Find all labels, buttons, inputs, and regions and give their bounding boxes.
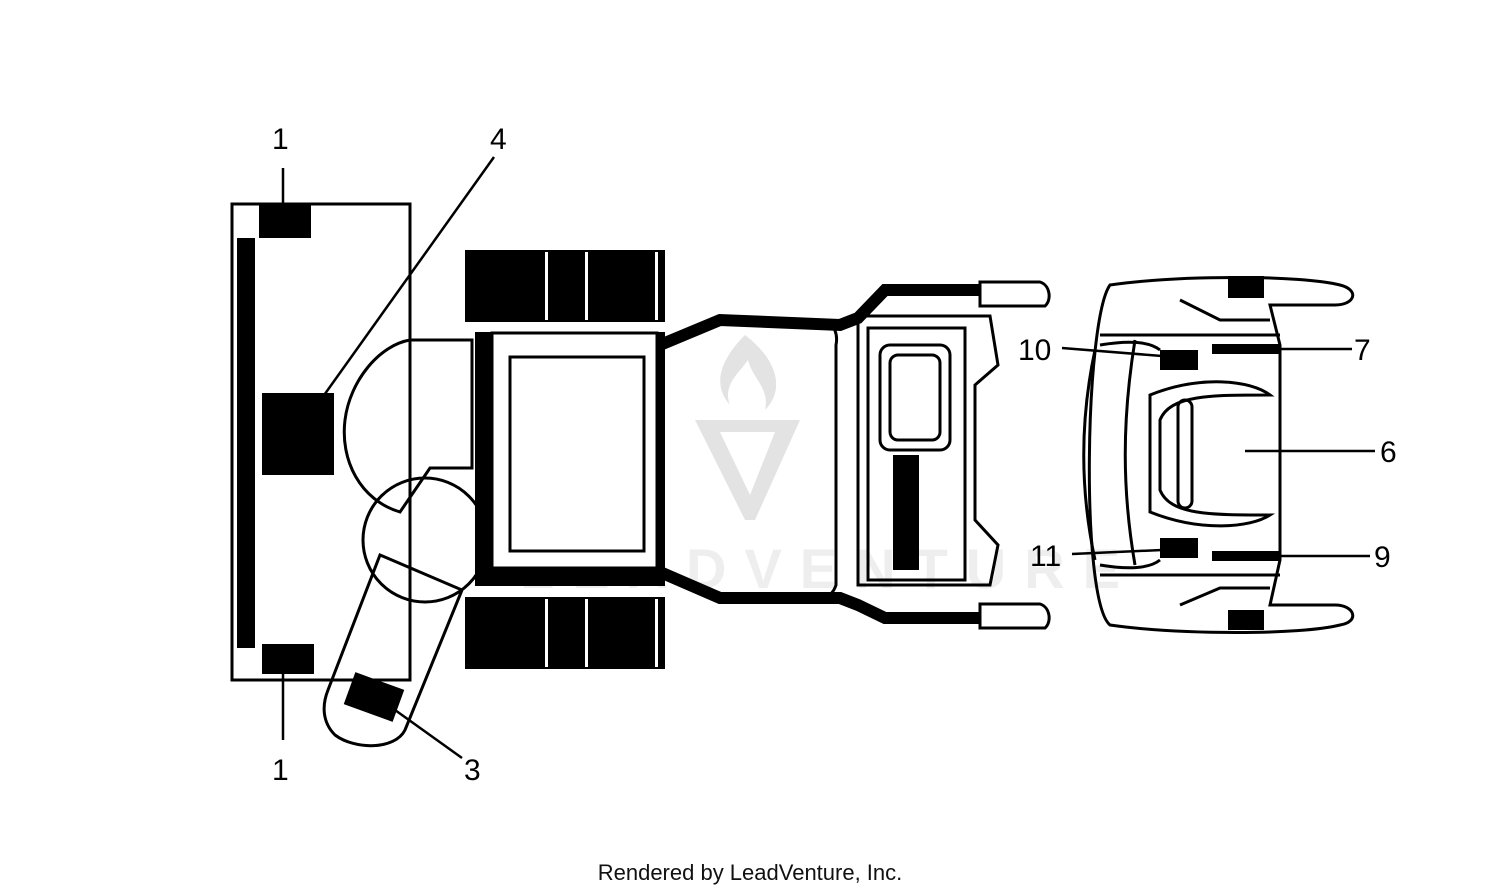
decal-1-bottom	[262, 644, 314, 674]
callout-9: 9	[1374, 541, 1391, 574]
callout-10: 10	[1018, 334, 1051, 367]
callout-1-bottom: 1	[272, 754, 289, 787]
decal-11	[1160, 538, 1198, 558]
decal-4	[262, 393, 334, 475]
decal-1-top	[259, 204, 311, 238]
callout-11: 11	[1030, 540, 1061, 573]
engine-frame	[475, 331, 665, 586]
handlebar-panel	[1082, 276, 1354, 634]
callout-3: 3	[464, 754, 481, 787]
decal-3	[343, 672, 405, 722]
decal-7	[1212, 344, 1280, 354]
leader-lines	[281, 156, 1375, 760]
handle-frame	[657, 280, 1051, 630]
callout-1-top: 1	[272, 123, 289, 156]
auger-housing	[230, 202, 412, 682]
control-panel	[856, 314, 1000, 587]
render-credit: Rendered by LeadVenture, Inc.	[598, 860, 903, 885]
callout-4: 4	[490, 123, 507, 156]
impeller-housing	[342, 338, 489, 604]
callout-7: 7	[1354, 334, 1371, 367]
track-top	[465, 250, 665, 322]
decal-9	[1212, 551, 1280, 561]
callout-6: 6	[1380, 436, 1397, 469]
track-bottom	[465, 597, 665, 669]
decal-10	[1160, 350, 1198, 370]
discharge-chute	[322, 553, 464, 748]
